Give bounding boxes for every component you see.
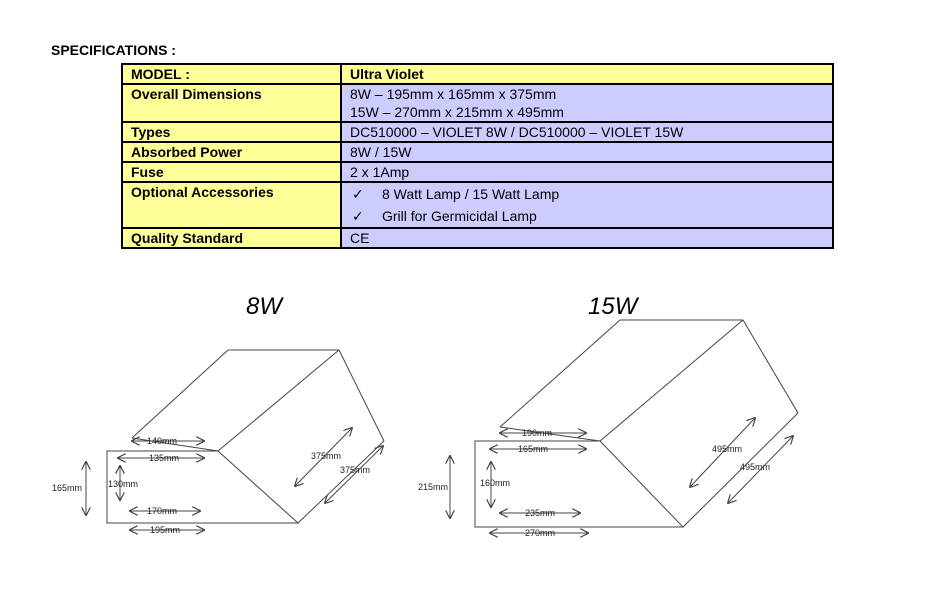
fuse-label: Fuse: [121, 161, 342, 183]
dim-15w-depth-lower-label: 495mm: [740, 462, 770, 472]
dimensions-line-8w: 8W – 195mm x 165mm x 375mm: [350, 86, 557, 102]
table-row: Optional Accessories ✓ 8 Watt Lamp / 15 W…: [121, 181, 834, 229]
table-row: Quality Standard CE: [121, 227, 834, 249]
unit-8w-ridge-top: [131, 349, 229, 439]
drawing-8w-title: 8W: [246, 293, 282, 320]
drawing-15w: [450, 319, 799, 533]
table-row: Absorbed Power 8W / 15W: [121, 141, 834, 163]
check-icon: ✓: [352, 186, 364, 202]
unit-15w-ridge-edge: [742, 319, 799, 414]
dim-8w-height-outer-label: 165mm: [52, 483, 82, 493]
fuse-value: 2 x 1Amp: [340, 161, 834, 183]
table-row: Types DC510000 – VIOLET 8W / DC510000 – …: [121, 121, 834, 143]
dim-15w-bottom-outer-label: 270mm: [525, 528, 555, 538]
dim-15w-bottom-inner-label: 235mm: [525, 508, 555, 518]
unit-15w-face-top: [599, 319, 744, 442]
model-label: MODEL :: [121, 63, 342, 85]
dim-8w-depth-upper-label: 375mm: [311, 451, 341, 461]
dim-15w-top-back-label: 165mm: [518, 444, 548, 454]
dim-15w-depth-lower-arrow: [728, 436, 793, 503]
dim-15w-depth-upper-label: 495mm: [712, 444, 742, 454]
dim-8w-top-back-label: 135mm: [149, 453, 179, 463]
quality-label: Quality Standard: [121, 227, 342, 249]
accessory-item: ✓ Grill for Germicidal Lamp: [350, 205, 824, 227]
drawing-15w-title: 15W: [588, 293, 638, 320]
dim-8w-bottom-outer-label: 195mm: [150, 525, 180, 535]
unit-8w-ridge-edge: [338, 349, 385, 442]
accessories-label: Optional Accessories: [121, 181, 342, 229]
dim-15w-height-outer-label: 215mm: [418, 482, 448, 492]
accessories-value: ✓ 8 Watt Lamp / 15 Watt Lamp ✓ Grill for G…: [340, 181, 834, 229]
check-icon: ✓: [352, 208, 364, 224]
power-label: Absorbed Power: [121, 141, 342, 163]
unit-15w-ridge-top: [499, 319, 621, 428]
model-value: Ultra Violet: [340, 63, 834, 85]
table-row: Fuse 2 x 1Amp: [121, 161, 834, 183]
table-row: MODEL : Ultra Violet: [121, 63, 834, 85]
types-label: Types: [121, 121, 342, 143]
unit-8w-face-top: [217, 349, 340, 452]
dimensions-line-15w: 15W – 270mm x 215mm x 495mm: [350, 104, 564, 120]
specifications-heading: SPECIFICATIONS :: [51, 42, 176, 58]
accessory-2-text: Grill for Germicidal Lamp: [382, 208, 537, 224]
specifications-table: MODEL : Ultra Violet Overall Dimensions …: [121, 63, 834, 249]
accessory-1-text: 8 Watt Lamp / 15 Watt Lamp: [382, 186, 560, 202]
dimensions-value: 8W – 195mm x 165mm x 375mm 15W – 270mm x…: [340, 83, 834, 123]
dim-8w-bottom-inner-label: 170mm: [147, 506, 177, 516]
dim-8w-depth-lower-label: 375mm: [340, 465, 370, 475]
power-value: 8W / 15W: [340, 141, 834, 163]
dim-8w-height-inner-label: 130mm: [108, 479, 138, 489]
types-value: DC510000 – VIOLET 8W / DC510000 – VIOLET…: [340, 121, 834, 143]
dim-8w-depth-lower-arrow: [325, 446, 383, 503]
dim-8w-top-front-label: 140mm: [147, 436, 177, 446]
quality-value: CE: [340, 227, 834, 249]
dim-15w-depth-upper-arrow: [690, 418, 755, 487]
table-row: Overall Dimensions 8W – 195mm x 165mm x …: [121, 83, 834, 123]
dimensions-label: Overall Dimensions: [121, 83, 342, 123]
dim-15w-height-inner-label: 160mm: [480, 478, 510, 488]
accessory-item: ✓ 8 Watt Lamp / 15 Watt Lamp: [350, 183, 824, 205]
dim-15w-top-front-label: 190mm: [522, 428, 552, 438]
drawing-8w: [86, 349, 385, 530]
